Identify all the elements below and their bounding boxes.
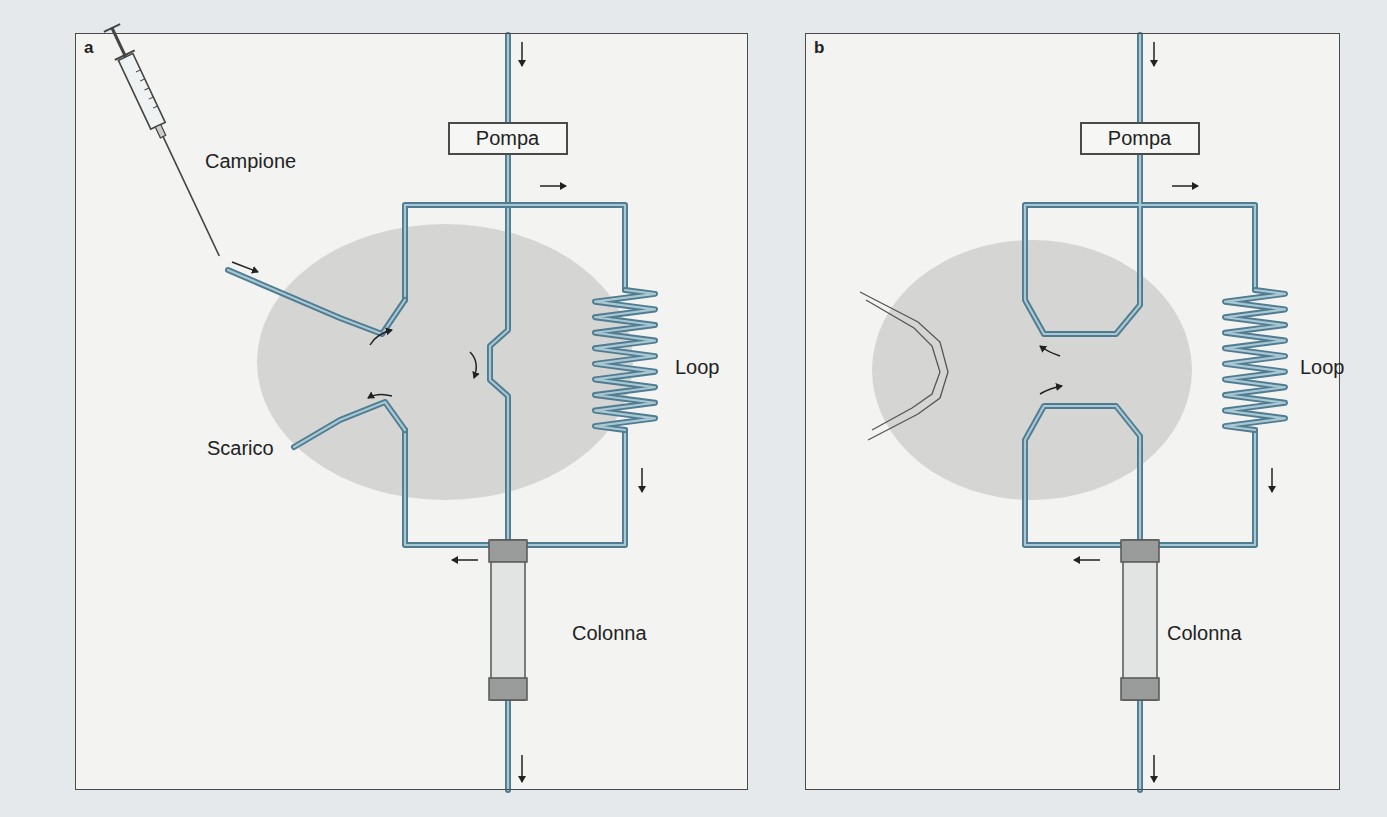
panel-ground <box>75 33 748 790</box>
column <box>489 540 527 700</box>
loop-coil <box>1225 290 1285 430</box>
panel-letter: a <box>84 38 93 58</box>
part-label: Colonna <box>572 622 647 645</box>
flow-arrows <box>1040 42 1272 782</box>
column <box>1121 540 1159 700</box>
part-label: Loop <box>675 356 720 379</box>
pipes-a <box>228 35 625 790</box>
sample-path-b <box>860 292 948 440</box>
part-label: Loop <box>1300 356 1345 379</box>
syringe <box>102 23 229 260</box>
coil-winding <box>1225 290 1285 430</box>
pipes-b <box>1025 35 1255 790</box>
coil-winding <box>595 290 655 430</box>
pump-box: Pompa <box>448 122 568 155</box>
coil-winding <box>595 290 655 430</box>
part-label: Colonna <box>1167 622 1242 645</box>
panel-letter: b <box>814 38 824 58</box>
panel-ground <box>805 33 1340 790</box>
pump-box: Pompa <box>1080 122 1200 155</box>
loop-coil <box>595 290 655 430</box>
part-label: Campione <box>205 150 296 173</box>
figure-panel: bPompa <box>805 33 1340 790</box>
part-label: Scarico <box>207 437 274 460</box>
valve-rotor <box>257 224 633 500</box>
figure-panel: aPompa <box>75 33 748 790</box>
valve-rotor <box>872 240 1192 500</box>
box-label: Pompa <box>476 127 539 150</box>
coil-winding <box>1225 290 1285 430</box>
box-label: Pompa <box>1108 127 1171 150</box>
